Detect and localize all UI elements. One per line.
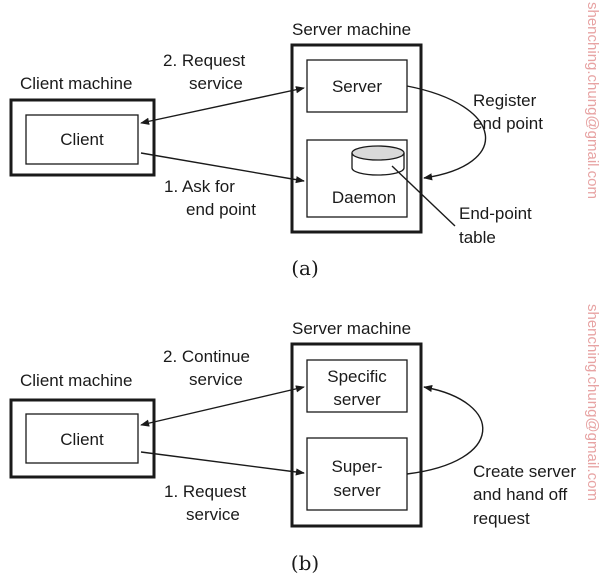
continue-service-label-line1: 2. Continue	[163, 347, 250, 366]
specific-server-label-line2: server	[333, 390, 381, 409]
request-service-label-b-line1: 1. Request	[164, 482, 246, 501]
super-server-label-line1: Super-	[331, 457, 382, 476]
caption-b: (b)	[291, 551, 319, 575]
diagram-a: Client machine Client Server machine Ser…	[9, 20, 543, 280]
server-machine-label-b: Server machine	[292, 319, 411, 338]
register-end-point-arrow-a	[406, 85, 486, 181]
end-point-table-leader-line	[391, 165, 456, 227]
caption-a: (a)	[291, 256, 319, 280]
specific-server-label-line1: Specific	[327, 367, 387, 386]
request-service-label-a-line2: service	[189, 74, 243, 93]
client-label-a: Client	[60, 130, 104, 149]
server-machine-box-a	[290, 43, 423, 234]
request-service-label-a-line1: 2. Request	[163, 51, 245, 70]
client-box-a	[25, 114, 139, 165]
server-machine-label-a: Server machine	[292, 20, 411, 39]
request-service-arrow-b	[140, 451, 305, 476]
daemon-label-a: Daemon	[332, 188, 396, 207]
server-machine-box-b	[290, 342, 423, 528]
end-point-table-cylinder	[351, 145, 405, 176]
diagram-b: Client machine Client Server machine Spe…	[9, 319, 576, 575]
continue-service-label-line2: service	[189, 370, 243, 389]
super-server-label-line2: server	[333, 481, 381, 500]
client-box-b	[25, 413, 139, 464]
create-server-label-line3: request	[473, 509, 530, 528]
end-point-table-label-line2: table	[459, 228, 496, 247]
client-machine-label-b: Client machine	[20, 371, 132, 390]
create-server-label-line1: Create server	[473, 462, 576, 481]
client-machine-box-a	[9, 98, 156, 177]
create-server-arrow-b	[406, 384, 484, 475]
ask-end-point-arrow-a	[140, 152, 305, 184]
register-end-point-label-line2: end point	[473, 114, 543, 133]
client-label-b: Client	[60, 430, 104, 449]
continue-service-arrow-b	[140, 385, 305, 427]
specific-server-box	[306, 359, 408, 413]
client-machine-box-b	[9, 398, 156, 479]
watermark-top: shenching.chung@gmail.com	[584, 2, 601, 199]
request-service-label-b-line2: service	[186, 505, 240, 524]
register-end-point-label-line1: Register	[473, 91, 537, 110]
create-server-label-line2: and hand off	[473, 485, 567, 504]
ask-end-point-label-a-line2: end point	[186, 200, 256, 219]
end-point-table-label-line1: End-point	[459, 204, 532, 223]
client-machine-label-a: Client machine	[20, 74, 132, 93]
daemon-box-a	[306, 139, 408, 218]
request-service-arrow-a	[140, 86, 305, 125]
watermark-bottom: shenching.chung@gmail.com	[584, 304, 601, 501]
server-label-a: Server	[332, 77, 382, 96]
ask-end-point-label-a-line1: 1. Ask for	[164, 177, 235, 196]
